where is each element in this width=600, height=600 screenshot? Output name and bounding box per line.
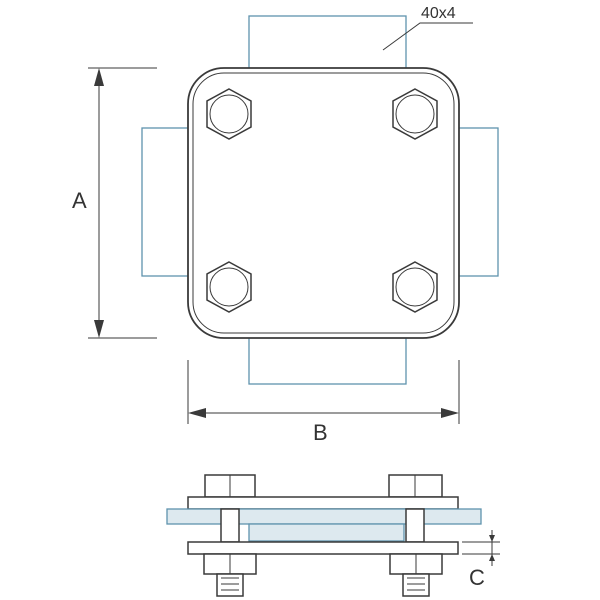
side-horizontal-strip <box>166 508 482 525</box>
dimension-a-arrow-bottom <box>94 320 104 338</box>
dimension-c-label: C <box>469 565 485 590</box>
side-bolt-shank-right <box>405 508 425 543</box>
dimension-b: B <box>187 360 460 445</box>
dimension-b-arrow-left <box>188 408 206 418</box>
side-lower-plate <box>187 541 459 555</box>
side-bolt-head-left <box>204 474 256 498</box>
dimension-a: A <box>72 67 157 339</box>
dimension-b-arrow-right <box>441 408 459 418</box>
dimension-c-arrow-bottom <box>489 554 495 561</box>
side-bolt-end-left <box>216 573 244 597</box>
side-vertical-strip <box>248 523 405 542</box>
bolt-bottom-right <box>392 261 438 313</box>
side-bolt-shank-left <box>220 508 240 543</box>
dimension-a-arrow-top <box>94 68 104 86</box>
dimension-a-label: A <box>72 188 87 213</box>
side-nut-right <box>389 553 443 575</box>
side-nut-left <box>203 553 257 575</box>
dimension-c-arrow-top <box>489 535 495 542</box>
bolt-bottom-left <box>206 261 252 313</box>
top-view: 40x4 A B <box>72 5 499 445</box>
bolt-top-right <box>392 88 438 140</box>
horizontal-strip-left <box>141 127 197 277</box>
side-upper-plate <box>187 496 459 510</box>
side-view: C <box>166 474 500 597</box>
square-plate-outer <box>187 67 460 339</box>
strip-size-label: 40x4 <box>421 5 456 22</box>
bolt-top-left <box>206 88 252 140</box>
dimension-b-label: B <box>313 420 328 445</box>
strip-size-leader <box>382 22 473 51</box>
dimension-c: C <box>462 530 500 590</box>
side-bolt-head-right <box>388 474 443 498</box>
vertical-strip-top <box>248 15 407 77</box>
square-plate-inner-edge <box>192 72 455 334</box>
side-bolt-end-right <box>402 573 430 597</box>
